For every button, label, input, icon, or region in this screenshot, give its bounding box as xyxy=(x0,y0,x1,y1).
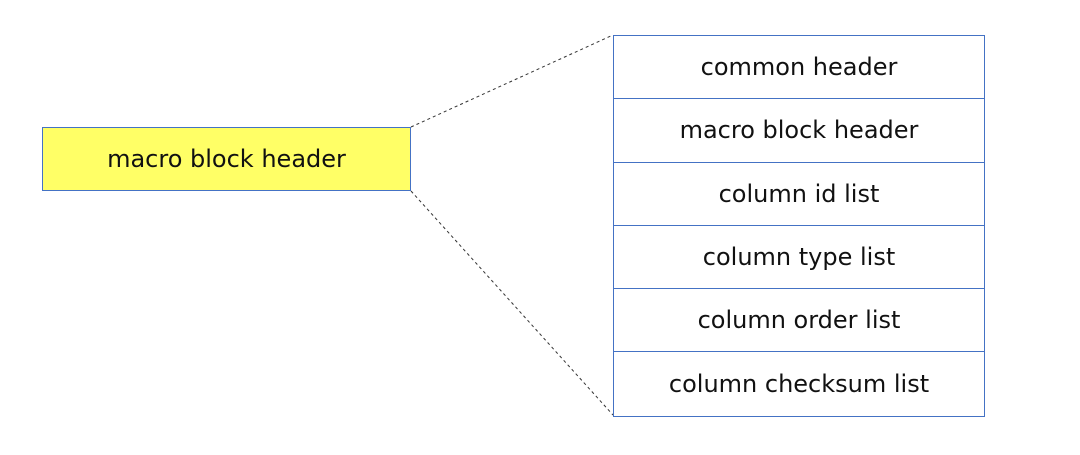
header-fields-table: common header macro block header column … xyxy=(613,35,985,417)
field-row: column type list xyxy=(614,226,984,290)
field-row: common header xyxy=(614,36,984,100)
connector-line-bottom xyxy=(410,190,614,416)
macro-block-header-label: macro block header xyxy=(107,145,346,173)
field-label-macro-block-header: macro block header xyxy=(679,116,919,145)
field-row: column checksum list xyxy=(614,352,984,415)
field-label-column-order-list: column order list xyxy=(697,306,901,335)
connector-line-top xyxy=(410,34,614,128)
field-label-column-id-list: column id list xyxy=(718,179,880,208)
macro-block-header-box: macro block header xyxy=(42,127,411,191)
field-label-column-type-list: column type list xyxy=(702,243,896,272)
field-label-column-checksum-list: column checksum list xyxy=(668,370,930,399)
field-row: column id list xyxy=(614,163,984,226)
field-row: macro block header xyxy=(614,99,984,163)
field-row: column order list xyxy=(614,289,984,353)
field-label-common-header: common header xyxy=(700,53,898,82)
